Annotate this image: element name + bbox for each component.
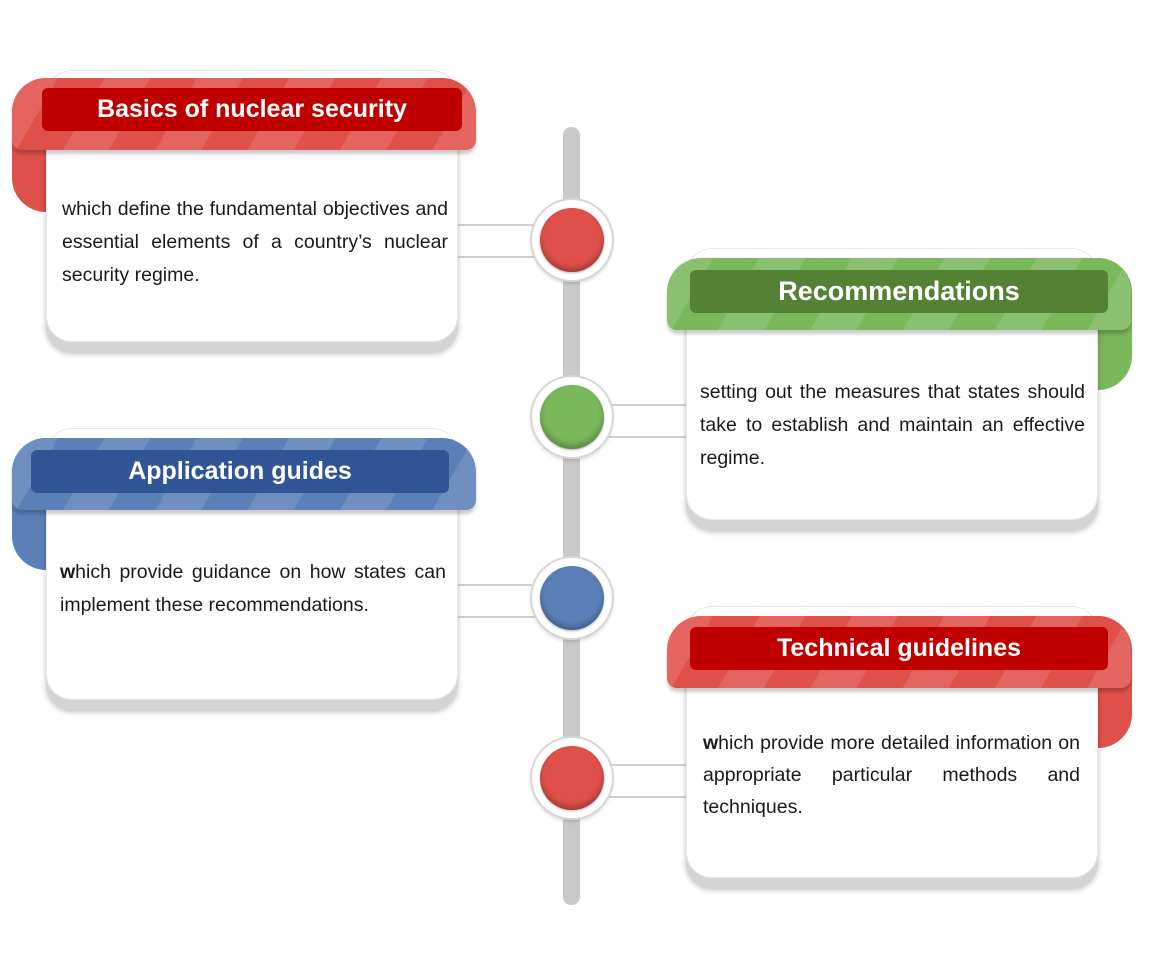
timeline-node <box>532 738 612 818</box>
timeline-bar <box>563 127 580 905</box>
item-description: setting out the measures that states sho… <box>700 376 1085 475</box>
item-description-text: which define the fundamental objectives … <box>62 198 448 286</box>
item-description-lead: w <box>703 732 719 754</box>
item-description: which provide more detailed information … <box>703 727 1080 823</box>
item-title: Basics of nuclear security <box>42 88 462 131</box>
item-description-text: hich provide more detailed information o… <box>703 732 1080 818</box>
node-dot <box>540 385 604 449</box>
timeline-node <box>532 377 612 457</box>
node-dot <box>540 566 604 630</box>
item-description: which provide guidance on how states can… <box>60 556 446 622</box>
item-title: Technical guidelines <box>690 627 1108 670</box>
item-title: Recommendations <box>690 270 1108 313</box>
item-description-lead: w <box>60 561 76 583</box>
node-dot <box>540 746 604 810</box>
item-description-text: hich provide guidance on how states can … <box>60 561 446 616</box>
item-description: which define the fundamental objectives … <box>62 193 448 292</box>
node-dot <box>540 208 604 272</box>
item-description-text: setting out the measures that states sho… <box>700 381 1085 469</box>
item-title: Application guides <box>31 450 449 493</box>
timeline-node <box>532 558 612 638</box>
timeline-node <box>532 200 612 280</box>
